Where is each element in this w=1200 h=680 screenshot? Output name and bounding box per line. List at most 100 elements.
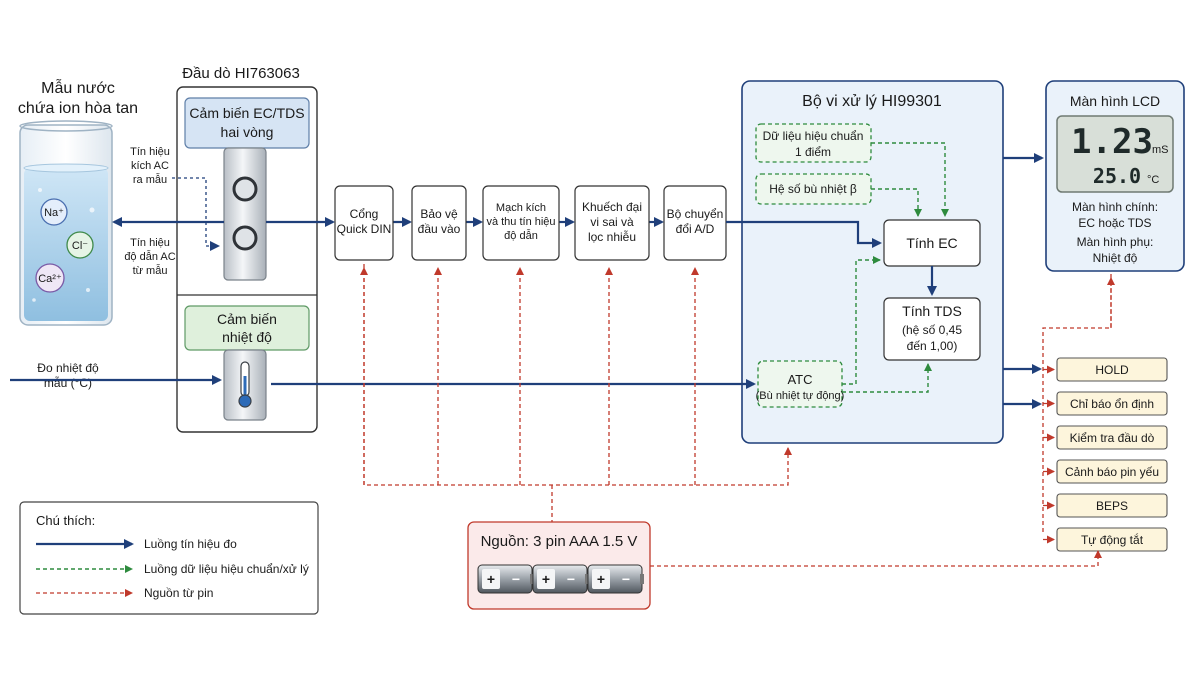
battery-plus-label: + bbox=[597, 571, 605, 587]
beta-coefficient-box: Hệ số bù nhiệt β bbox=[755, 173, 872, 205]
function-label: BEPS bbox=[1096, 499, 1128, 513]
svg-text:Cl⁻: Cl⁻ bbox=[72, 240, 88, 252]
signal-out-label-3: ra mẫu bbox=[133, 173, 167, 186]
sample-title-line2: chứa ion hòa tan bbox=[18, 100, 138, 117]
svg-text:1 điểm: 1 điểm bbox=[795, 145, 831, 159]
function-4: BEPS bbox=[1043, 493, 1168, 518]
legend: Chú thích: Luồng tín hiệu đo Luồng dữ li… bbox=[19, 501, 319, 615]
temp-measure-label-1: Đo nhiệt độ bbox=[37, 361, 99, 375]
function-label: Cảnh báo pin yếu bbox=[1065, 465, 1159, 479]
svg-text:Na⁺: Na⁺ bbox=[44, 207, 64, 219]
temp-sensor-label-1: Cảm biến bbox=[217, 311, 277, 327]
battery-pack-icon: +−+−+− bbox=[477, 564, 644, 594]
atc-box: ATC (Bù nhiệt tự động) bbox=[756, 360, 845, 408]
chain-differential-amp: Khuếch đại vi sai và lọc nhiễu bbox=[574, 185, 650, 261]
svg-text:ATC: ATC bbox=[787, 372, 812, 387]
svg-text:đến 1,00): đến 1,00) bbox=[907, 339, 958, 353]
signal-chain: Cổng Quick DIN Bảo vệ đầu vào Mạch kích … bbox=[266, 185, 727, 261]
battery-minus-label: − bbox=[512, 571, 520, 587]
temp-probe-icon bbox=[223, 349, 267, 421]
function-box bbox=[1056, 425, 1168, 450]
signal-in-label-2: độ dẫn AC bbox=[124, 250, 175, 263]
svg-text:đầu vào: đầu vào bbox=[418, 222, 461, 236]
battery-icon: +− bbox=[532, 564, 589, 594]
lcd-section: Màn hình LCD 1.23 mS 25.0 °C Màn hình ch… bbox=[1045, 80, 1185, 272]
legend-item-data: Luồng dữ liệu hiệu chuẩn/xử lý bbox=[144, 562, 309, 576]
function-5: Tự động tắt bbox=[1043, 527, 1168, 552]
svg-text:Bộ chuyển: Bộ chuyển bbox=[667, 207, 724, 221]
svg-text:Bảo vệ: Bảo vệ bbox=[420, 207, 458, 221]
function-box bbox=[1056, 459, 1168, 484]
svg-text:Tính EC: Tính EC bbox=[906, 235, 957, 251]
svg-text:và thu tín hiệu: và thu tín hiệu bbox=[486, 216, 555, 228]
lcd-sub-desc-2: Nhiệt độ bbox=[1093, 251, 1138, 265]
ec-sensor-label-2: hai vòng bbox=[221, 124, 274, 140]
legend-item-signal: Luồng tín hiệu đo bbox=[144, 537, 237, 551]
function-label: Kiểm tra đầu dò bbox=[1070, 431, 1155, 445]
svg-text:Tính TDS: Tính TDS bbox=[902, 303, 962, 319]
signal-in-label-1: Tín hiệu bbox=[130, 237, 170, 249]
chain-excitation-circuit: Mạch kích và thu tín hiệu độ dẫn bbox=[482, 185, 560, 261]
sample-section: Mẫu nước chứa ion hòa tan Na⁺ Cl⁻ Ca²⁺ T… bbox=[18, 78, 176, 390]
beaker-icon bbox=[19, 120, 113, 326]
chain-quick-din: Cổng Quick DIN bbox=[334, 185, 394, 261]
function-label: Chỉ báo ổn định bbox=[1070, 397, 1154, 411]
ec-calc-box: Tính EC bbox=[883, 219, 981, 267]
lcd-temp-value: 25.0 bbox=[1093, 164, 1141, 188]
battery-plus-label: + bbox=[487, 571, 495, 587]
lcd-screen bbox=[1056, 115, 1174, 193]
legend-title: Chú thích: bbox=[36, 513, 95, 528]
battery-minus-label: − bbox=[622, 571, 630, 587]
svg-text:Mạch kích: Mạch kích bbox=[496, 202, 546, 214]
svg-text:Dữ liệu hiệu chuẩn: Dữ liệu hiệu chuẩn bbox=[763, 129, 864, 143]
probe-section: Đầu dò HI763063 Cảm biến EC/TDS hai vòng… bbox=[176, 65, 318, 433]
svg-text:Khuếch đại: Khuếch đại bbox=[582, 200, 642, 214]
battery-plus-label: + bbox=[542, 571, 550, 587]
lcd-main-desc-2: EC hoặc TDS bbox=[1078, 216, 1151, 230]
calibration-data-box: Dữ liệu hiệu chuẩn 1 điểm bbox=[755, 123, 872, 163]
probe-title: Đầu dò HI763063 bbox=[182, 65, 300, 82]
lcd-main-desc-1: Màn hình chính: bbox=[1072, 200, 1158, 214]
svg-text:lọc nhiễu: lọc nhiễu bbox=[588, 229, 636, 244]
ion-cl: Cl⁻ bbox=[66, 231, 94, 259]
function-0: HOLD bbox=[1043, 357, 1168, 382]
svg-text:(Bù nhiệt tự động): (Bù nhiệt tự động) bbox=[756, 390, 845, 402]
signal-in-label-3: từ mẫu bbox=[133, 264, 168, 277]
svg-text:Quick DIN: Quick DIN bbox=[337, 222, 392, 236]
legend-item-power: Nguồn từ pin bbox=[144, 586, 213, 600]
function-box bbox=[1056, 493, 1168, 518]
svg-text:Cổng: Cổng bbox=[350, 207, 379, 221]
function-box bbox=[1056, 357, 1168, 382]
lcd-main-value: 1.23 bbox=[1071, 122, 1153, 162]
lcd-temp-unit: °C bbox=[1147, 174, 1159, 186]
signal-out-label-1: Tín hiệu bbox=[130, 146, 170, 158]
sample-title-line1: Mẫu nước bbox=[41, 78, 115, 97]
svg-text:Ca²⁺: Ca²⁺ bbox=[38, 273, 62, 285]
temp-sensor-label-2: nhiệt độ bbox=[222, 329, 272, 345]
function-2: Kiểm tra đầu dò bbox=[1043, 425, 1168, 450]
function-box bbox=[1056, 391, 1168, 416]
function-1: Chỉ báo ổn định bbox=[1043, 391, 1168, 416]
battery-icon: +− bbox=[587, 564, 644, 594]
processor-title: Bộ vi xử lý HI99301 bbox=[802, 93, 942, 110]
lcd-main-unit: mS bbox=[1152, 144, 1169, 156]
svg-text:Hệ số bù nhiệt β: Hệ số bù nhiệt β bbox=[769, 182, 857, 196]
processor-section: Bộ vi xử lý HI99301 Dữ liệu hiệu chuẩn 1… bbox=[271, 80, 1004, 444]
power-section: Nguồn: 3 pin AAA 1.5 V +−+−+− bbox=[360, 264, 1115, 610]
svg-text:đổi A/D: đổi A/D bbox=[676, 222, 715, 236]
chain-input-protection: Bảo vệ đầu vào bbox=[411, 185, 467, 261]
ec-probe-icon bbox=[223, 147, 267, 281]
signal-out-label-2: kích AC bbox=[131, 160, 169, 172]
ion-na: Na⁺ bbox=[40, 198, 68, 226]
lcd-title: Màn hình LCD bbox=[1070, 93, 1160, 109]
function-label: Tự động tắt bbox=[1081, 532, 1144, 547]
battery-icon: +− bbox=[477, 564, 534, 594]
svg-text:vi sai và: vi sai và bbox=[590, 215, 634, 229]
temp-measure-label-2: mẫu (°C) bbox=[44, 375, 92, 390]
ec-sensor-label-1: Cảm biến EC/TDS bbox=[189, 105, 304, 121]
lcd-sub-desc-1: Màn hình phụ: bbox=[1077, 235, 1154, 249]
power-title: Nguồn: 3 pin AAA 1.5 V bbox=[481, 533, 638, 550]
